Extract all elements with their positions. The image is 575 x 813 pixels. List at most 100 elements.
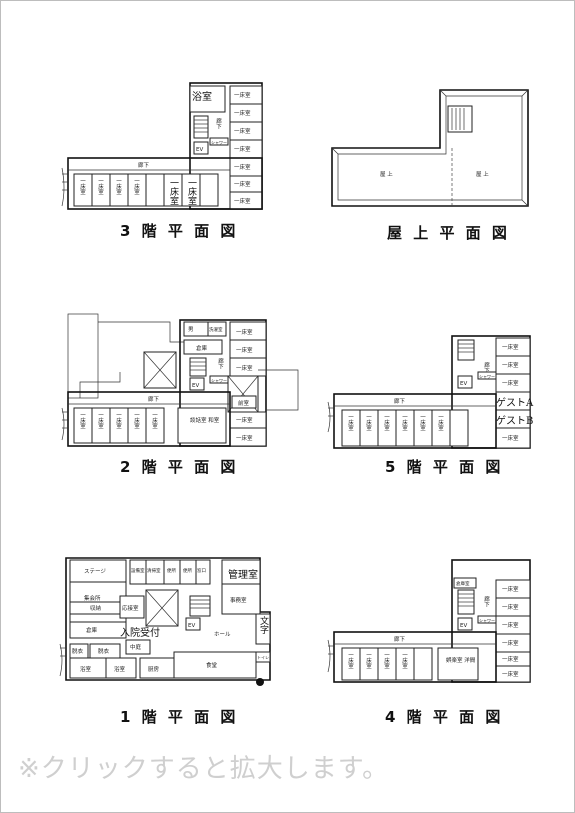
svg-text:一床室: 一床室 [365,652,372,669]
svg-text:一床室: 一床室 [502,343,519,351]
svg-text:娯楽室 洋間: 娯楽室 洋間 [446,656,476,664]
svg-text:一床室: 一床室 [168,178,179,205]
svg-text:EV: EV [460,623,467,629]
svg-text:一床室: 一床室 [419,414,426,431]
svg-text:一床室: 一床室 [383,414,390,431]
svg-text:シャワー: シャワー [211,140,227,145]
svg-text:廊下: 廊下 [215,117,222,131]
svg-text:一床室: 一床室 [502,621,519,629]
svg-text:収納: 収納 [90,604,102,612]
svg-text:屋 上: 屋 上 [380,170,393,178]
svg-text:談話室 和室: 談話室 和室 [190,416,220,424]
svg-text:一床室: 一床室 [502,585,519,593]
bath-label: 浴室 [192,90,212,103]
svg-text:便所: 便所 [183,567,192,574]
svg-text:便所: 便所 [167,567,176,574]
svg-text:一床室: 一床室 [502,434,519,442]
svg-text:倉庫室: 倉庫室 [456,580,470,587]
svg-text:倉庫: 倉庫 [86,626,98,634]
floor-4-plan[interactable]: 倉庫室 EV 廊下 シャワー 一床室 一床室 一床室 一床室 一床室 一床室 廊… [327,556,538,686]
floor-3-title: 3 階 平 面 図 [120,222,239,240]
click-to-enlarge-note: ※クリックすると拡大します。 [18,754,390,784]
svg-text:一床室: 一床室 [347,652,354,669]
svg-text:一床室: 一床室 [401,414,408,431]
svg-text:屋 上: 屋 上 [476,170,489,178]
svg-text:一床室: 一床室 [437,414,444,431]
svg-text:集会所: 集会所 [84,594,101,602]
svg-text:洗濯室: 洗濯室 [209,326,223,333]
svg-text:シャワー: シャワー [479,374,495,379]
svg-text:EV: EV [196,147,203,153]
svg-text:一床室: 一床室 [234,109,251,117]
svg-text:トイレ: トイレ [257,655,269,660]
svg-text:一床室: 一床室 [236,416,253,424]
svg-text:一床室: 一床室 [97,178,104,195]
svg-text:シャワー: シャワー [479,618,495,623]
svg-text:EV: EV [192,383,199,389]
svg-text:一床室: 一床室 [502,361,519,369]
svg-text:一床室: 一床室 [133,412,140,429]
svg-text:EV: EV [460,381,467,387]
svg-text:シャワー: シャワー [211,378,227,383]
svg-text:一床室: 一床室 [234,91,251,99]
svg-text:一床室: 一床室 [502,655,519,663]
svg-text:清掃室: 清掃室 [147,567,161,574]
svg-text:一床室: 一床室 [502,670,519,678]
svg-text:廊下: 廊下 [483,595,490,609]
svg-text:一床室: 一床室 [133,178,140,195]
roof-plan[interactable]: 屋 上 屋 上 [328,88,538,208]
svg-text:一床室: 一床室 [236,346,253,354]
svg-text:廊下: 廊下 [148,395,160,403]
svg-text:前室: 前室 [238,399,250,407]
svg-text:廊下: 廊下 [394,397,406,405]
svg-text:一床室: 一床室 [234,127,251,135]
svg-text:男: 男 [188,326,194,333]
floor-5-title: 5 階 平 面 図 [385,458,504,476]
floor-5-plan[interactable]: EV 廊下 シャワー 一床室 一床室 一床室 ゲストA ゲストB 一床室 廊下 … [327,332,538,452]
svg-text:廊下: 廊下 [483,361,490,375]
floor-4-title: 4 階 平 面 図 [385,708,504,726]
svg-text:廊下: 廊下 [394,635,406,643]
svg-text:廊下: 廊下 [138,161,150,169]
floor-1-title: 1 階 平 面 図 [120,708,239,726]
svg-text:厨房: 厨房 [148,665,160,673]
svg-text:一床室: 一床室 [151,412,158,429]
svg-text:一床室: 一床室 [502,379,519,387]
floor-3-plan[interactable]: 浴室 一床室 一床室 一床室 一床室 一床室 一床室 一床室 EV 廊下 シャワ… [60,78,270,218]
floor-2-plan[interactable]: 男 洗濯室 倉庫 一床室 一床室 一床室 一床室 一床室 EV 廊下 シャワー … [60,312,310,452]
svg-text:ホール: ホール [214,631,231,638]
svg-text:一床室: 一床室 [236,434,253,442]
svg-text:一床室: 一床室 [234,163,251,171]
manager-label: 管理室 [228,568,258,581]
svg-text:食堂: 食堂 [206,661,218,669]
svg-text:一床室: 一床室 [115,412,122,429]
guest-a-label: ゲストA [496,397,534,409]
guest-b-label: ゲストB [496,415,533,427]
svg-text:中庭: 中庭 [130,643,142,651]
floor-1-plan[interactable]: ステージ 集会所 収納 倉庫 設備室 清掃室 便所 便所 窓口 管理室 事務室 … [59,552,280,692]
svg-text:一床室: 一床室 [365,414,372,431]
svg-text:脱衣: 脱衣 [98,647,110,655]
svg-text:一床室: 一床室 [502,603,519,611]
svg-text:事務室: 事務室 [230,596,247,604]
svg-text:設備室: 設備室 [131,567,145,574]
svg-text:一床室: 一床室 [79,178,86,195]
svg-text:浴室: 浴室 [114,665,126,673]
svg-text:浴室: 浴室 [80,665,92,673]
svg-text:廊下: 廊下 [217,357,224,371]
svg-text:一床室: 一床室 [234,180,251,188]
svg-text:脱衣: 脱衣 [72,647,84,655]
svg-text:一床室: 一床室 [502,639,519,647]
floor-2-title: 2 階 平 面 図 [120,458,239,476]
svg-text:一床室: 一床室 [383,652,390,669]
svg-text:ステージ: ステージ [84,568,106,575]
svg-text:一床室: 一床室 [401,652,408,669]
svg-text:一床室: 一床室 [115,178,122,195]
roof-title: 屋 上 平 面 図 [387,224,510,242]
svg-text:一床室: 一床室 [347,414,354,431]
svg-text:一床室: 一床室 [236,364,253,372]
svg-text:一床室: 一床室 [79,412,86,429]
svg-text:窓口: 窓口 [197,567,206,574]
svg-text:一床室: 一床室 [234,197,251,205]
svg-text:EV: EV [188,623,195,629]
